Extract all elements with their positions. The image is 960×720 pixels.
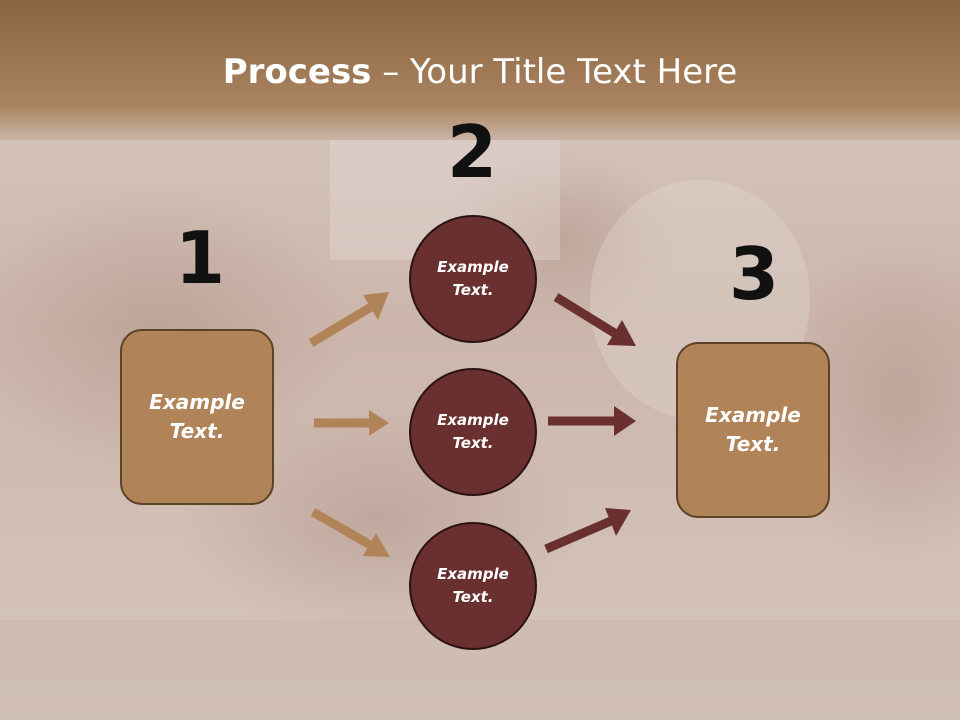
circle-3: Example Text. <box>409 522 537 650</box>
step-number-2: 2 <box>446 110 498 194</box>
arrow-box1-to-circle2 <box>314 410 389 436</box>
slide-title: Process – Your Title Text Here <box>0 52 960 92</box>
circle-2: Example Text. <box>409 368 537 496</box>
step-3-text-line1: Example <box>705 403 801 427</box>
circle-1-text-line2: Text. <box>452 281 494 299</box>
step-number-3: 3 <box>728 232 780 316</box>
arrow-circle3-to-box3 <box>544 508 631 554</box>
arrow-box1-to-circle3 <box>310 508 390 557</box>
circle-2-text-line1: Example <box>437 411 509 429</box>
arrow-box1-to-circle1 <box>308 292 389 347</box>
step-3-text-line2: Text. <box>725 432 781 456</box>
arrow-circle2-to-box3 <box>548 406 636 436</box>
step-3-box: Example Text. <box>676 342 830 518</box>
circle-2-text-line2: Text. <box>452 434 494 452</box>
step-1-box: Example Text. <box>120 329 274 505</box>
circle-3-text-line1: Example <box>437 565 509 583</box>
step-number-1: 1 <box>174 216 226 300</box>
circle-1-text-line1: Example <box>437 258 509 276</box>
step-1-text-line1: Example <box>149 390 245 414</box>
title-rest: – Your Title Text Here <box>371 52 738 92</box>
circle-1: Example Text. <box>409 215 537 343</box>
title-bold: Process <box>222 52 372 92</box>
arrow-circle1-to-box3 <box>553 293 636 346</box>
step-1-text-line2: Text. <box>169 419 225 443</box>
circle-3-text-line2: Text. <box>452 588 494 606</box>
